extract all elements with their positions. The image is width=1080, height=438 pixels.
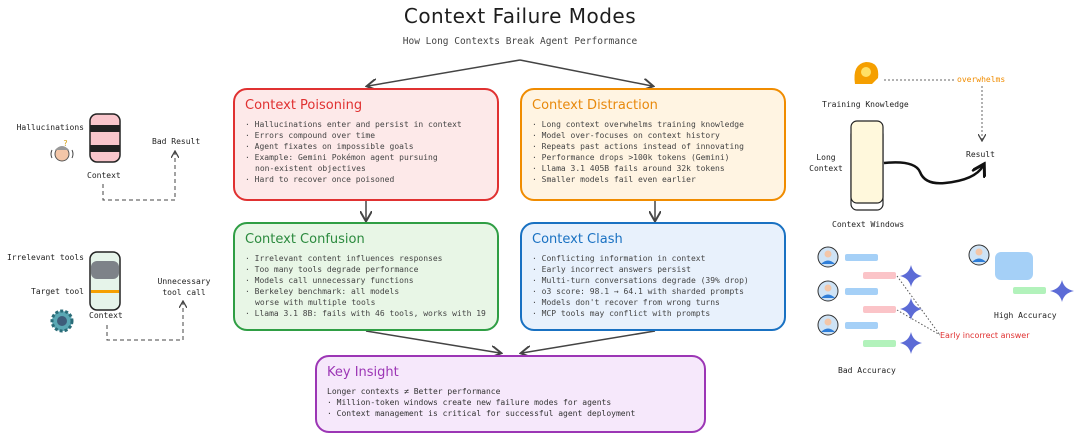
bad-result-label: Bad Result — [152, 137, 201, 146]
context-confusion-card: Context Confusion Irrelevant content inf… — [233, 222, 499, 331]
result-label: Result — [966, 150, 995, 159]
high-accuracy-label: High Accuracy — [994, 311, 1057, 320]
context-window-icon — [850, 120, 884, 211]
user-avatar-icon — [817, 314, 839, 336]
long-context-label: Long Context — [809, 153, 843, 173]
high-accuracy-chat — [968, 244, 1074, 302]
overwhelms-label: overwhelms — [957, 75, 1006, 84]
sparkle-icon — [900, 265, 922, 287]
arrow-title-to-poisoning — [368, 59, 521, 86]
bullet: Berkeley benchmark: all models worse wit… — [245, 286, 425, 308]
bullet: Errors compound over time — [245, 130, 487, 141]
confused-face-icon: ? — [50, 139, 74, 162]
sparkle-icon — [1050, 280, 1074, 302]
user-avatar-icon — [817, 246, 839, 268]
page-subtitle: How Long Contexts Break Agent Performanc… — [402, 36, 638, 47]
bullet: Models call unnecessary functions — [245, 275, 487, 286]
bullet: Conflicting information in context — [532, 253, 774, 264]
early-incorrect-answer-label: Early incorrect answer — [940, 331, 1030, 340]
hallucinations-label: Hallucinations — [16, 123, 84, 132]
bullet: Too many tools degrade performance — [245, 264, 487, 275]
bullet: Example: Gemini Pokémon agent pursuing n… — [245, 152, 440, 174]
sparkle-icon — [900, 332, 922, 354]
arrow-title-to-distraction — [519, 59, 652, 86]
target-tool-label: Target tool — [31, 287, 84, 296]
context-windows-label: Context Windows — [832, 220, 905, 229]
context-label: Context — [89, 311, 123, 320]
bullet: Early incorrect answers persist — [532, 264, 774, 275]
context-distraction-card: Context Distraction Long context overwhe… — [520, 88, 786, 201]
bad-accuracy-label: Bad Accuracy — [838, 366, 896, 375]
bullet: Models don't recover from wrong turns — [532, 297, 774, 308]
bullet: Repeats past actions instead of innovati… — [532, 141, 774, 152]
arrow-confusion-to-insight — [365, 330, 500, 353]
arrow-clash-to-insight — [522, 330, 656, 353]
dashed-arrow-bad-result — [102, 152, 175, 201]
bullet: Long context overwhelms training knowled… — [532, 119, 774, 130]
bullet: o3 score: 98.1 → 64.1 with sharded promp… — [532, 286, 774, 297]
user-avatar-icon — [817, 280, 839, 302]
card-title: Context Confusion — [245, 232, 365, 247]
sparkle-icon — [900, 298, 922, 320]
dashed-arrow-unnecessary-call — [106, 302, 183, 341]
poisoned-context-icon — [89, 113, 121, 163]
card-title: Context Poisoning — [245, 98, 363, 113]
insight-lead: Longer contexts ≠ Better performance — [327, 387, 501, 396]
page-title: Context Failure Modes — [403, 4, 637, 28]
bullet: Llama 3.1 405B fails around 32k tokens — [532, 163, 774, 174]
bullet: Llama 3.1 8B: fails with 46 tools, works… — [245, 308, 487, 319]
bad-accuracy-chat — [817, 246, 941, 354]
thick-arrow-to-result — [883, 161, 983, 185]
bullet: Context management is critical for succe… — [327, 408, 694, 419]
bullet: Performance drops >100k tokens (Gemini) — [532, 152, 774, 163]
irrelevant-tools-label: Irrelevant tools — [6, 253, 84, 262]
bullet: Model over-focuses on context history — [532, 130, 774, 141]
card-title: Context Distraction — [532, 98, 658, 113]
context-clash-card: Context Clash Conflicting information in… — [520, 222, 786, 331]
context-poisoning-card: Context Poisoning Hallucinations enter a… — [233, 88, 499, 201]
key-insight-card: Key Insight Longer contexts ≠ Better per… — [315, 355, 706, 433]
dotted-line-early-incorrect — [896, 275, 941, 336]
card-title: Key Insight — [327, 365, 399, 380]
unnecessary-tool-call-label: Unnecessary tool call — [157, 277, 211, 297]
gear-icon — [50, 309, 74, 333]
bullet: Hard to recover once poisoned — [245, 174, 487, 185]
bullet: Irrelevant content influences responses — [245, 253, 487, 264]
bullet: Agent fixates on impossible goals — [245, 141, 487, 152]
bullet: Hallucinations enter and persist in cont… — [245, 119, 487, 130]
context-label: Context — [87, 171, 121, 180]
bullet: Smaller models fail even earlier — [532, 174, 774, 185]
bullet: Multi-turn conversations degrade (39% dr… — [532, 275, 774, 286]
card-title: Context Clash — [532, 232, 623, 247]
tool-context-icon — [89, 251, 121, 311]
svg-text:?: ? — [63, 139, 68, 148]
bullet: MCP tools may conflict with prompts — [532, 308, 774, 319]
lightbulb-head-icon — [854, 62, 879, 84]
training-knowledge-label: Training Knowledge — [822, 100, 909, 109]
bullet: Million-token windows create new failure… — [327, 397, 694, 408]
user-avatar-icon — [968, 244, 990, 266]
